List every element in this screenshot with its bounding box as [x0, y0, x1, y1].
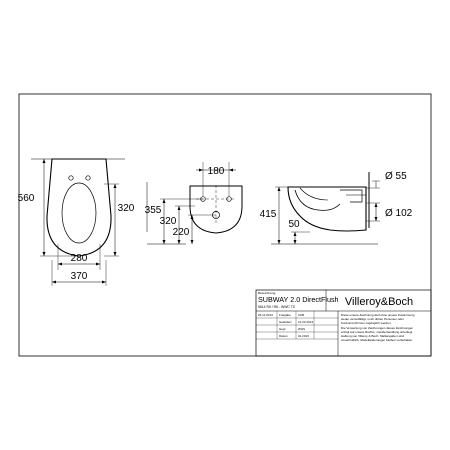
note-line: weder vervielfältigt, noch dritten Perso… — [341, 317, 404, 321]
drawing-frame — [18, 93, 432, 357]
front-view — [31, 158, 125, 286]
row-field: Gepr. — [279, 327, 287, 331]
row-field: Freigabe — [279, 313, 291, 317]
side-pipe-large-dim: Ø 102 — [385, 208, 413, 219]
note-line: Diese unsere Zeichnung darf ohne unsere … — [341, 313, 415, 317]
front-fixing-width-dim: 280 — [71, 253, 88, 264]
product-codes: 5614 R0 / R6 - WWC TS — [258, 305, 296, 309]
row-date: 26.11.2013 — [258, 313, 273, 317]
front-bowl-height-dim: 320 — [118, 203, 135, 214]
brand-logo: Villeroy&Boch — [345, 296, 413, 308]
back-lower-dim: 220 — [173, 227, 190, 238]
product-name: SUBWAY 2.0 DirectFlush — [258, 295, 339, 304]
title-block — [255, 289, 432, 357]
side-offset-dim: 50 — [288, 219, 300, 230]
front-height-dim: 560 — [18, 193, 35, 204]
note-line: erfolgt auf unsere Rechte, zuwiderhandlu… — [341, 330, 412, 334]
back-upper-dim: 355 — [145, 205, 162, 216]
side-view-arrows — [277, 187, 378, 244]
note-line: Konkurrenzfirmen zugänglich werden. — [341, 321, 392, 325]
back-view-arrows — [162, 168, 233, 244]
back-bolt-spacing-dim: 180 — [208, 166, 225, 177]
row-date2: 21.02.2013 — [298, 320, 313, 324]
note-line: Haftung von Villeroy & Boch. Maßangaben … — [341, 334, 404, 338]
row-sign: WHS — [298, 327, 305, 331]
side-height-dim: 415 — [260, 209, 277, 220]
back-view — [146, 162, 243, 245]
row-field: Geändert — [279, 320, 292, 324]
side-pipe-small-dim: Ø 55 — [385, 171, 407, 182]
row-sign: KAB — [298, 313, 304, 317]
note-line: unverbindlich. Modelländerungen bleiben … — [341, 338, 413, 342]
back-middle-dim: 320 — [160, 216, 177, 227]
front-overall-width-dim: 370 — [71, 271, 88, 282]
title-block-label: Bezeichnung — [258, 291, 276, 295]
row-field: Datum — [279, 334, 288, 338]
side-view — [271, 172, 380, 245]
row-date2: 01.2013 — [298, 334, 309, 338]
note-line: Die Verwertung von Zeichnungen dieses Ze… — [341, 326, 413, 330]
front-view-arrows — [42, 159, 117, 284]
